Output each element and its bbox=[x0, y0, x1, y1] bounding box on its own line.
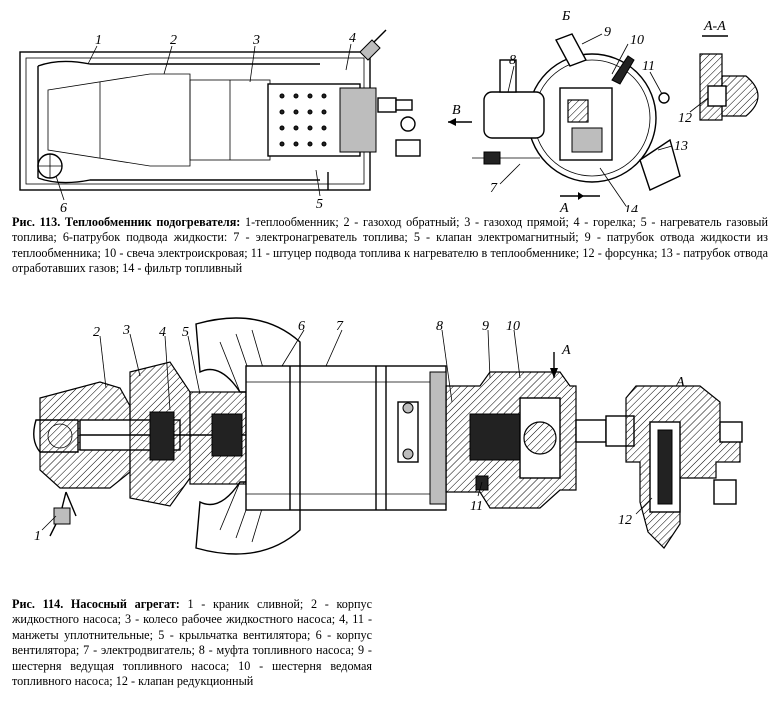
fig113-label-10: 10 bbox=[630, 33, 644, 48]
fig113-label-3: 3 bbox=[252, 33, 260, 48]
fig113-label-4: 4 bbox=[349, 31, 356, 46]
pump-unit-section bbox=[33, 317, 743, 555]
fig114-label-7: 7 bbox=[336, 319, 344, 334]
fig113-leaders bbox=[55, 33, 709, 207]
fig114-label-1: 1 bbox=[34, 529, 41, 544]
fig113-label-9: 9 bbox=[604, 25, 611, 40]
fig113-label-7: 7 bbox=[490, 181, 498, 196]
fig114-label-11: 11 bbox=[470, 499, 483, 514]
heat-exchanger-side-view bbox=[19, 29, 421, 191]
fig114-leaders bbox=[41, 329, 653, 531]
fig113-label-6: 6 bbox=[60, 201, 67, 212]
arrow-b-label: В bbox=[452, 103, 461, 118]
fig114-label-5: 5 bbox=[182, 325, 189, 340]
fig113-view-a-label: А bbox=[559, 201, 569, 212]
fig114-view-a-label: А bbox=[675, 375, 685, 390]
fig113-label-12: 12 bbox=[678, 111, 692, 126]
fig114-caption-text: 1 - краник сливной; 2 - корпус жидкостно… bbox=[12, 597, 372, 689]
fig113-view-b-label: Б bbox=[561, 9, 570, 24]
fig113-caption: Рис. 113. Теплообменник подогревателя: 1… bbox=[12, 215, 768, 277]
view-arrow-b: В bbox=[448, 103, 472, 126]
fig114-caption-title: Рис. 114. Насосный агрегат: bbox=[12, 597, 180, 611]
section-a-a bbox=[699, 35, 759, 121]
fig113-label-5: 5 bbox=[316, 197, 323, 212]
fig113-label-2: 2 bbox=[170, 33, 177, 48]
fig114-label-12: 12 bbox=[618, 513, 632, 528]
fig114-label-6: 6 bbox=[298, 319, 305, 334]
fig114-label-4: 4 bbox=[159, 325, 166, 340]
fig114-label-3: 3 bbox=[122, 323, 130, 338]
fig114-label-9: 9 bbox=[482, 319, 489, 334]
fig114-arrow-a-label: А bbox=[561, 343, 571, 358]
fig113-label-13: 13 bbox=[674, 139, 688, 154]
fig113-caption-text: 1-теплообменник; 2 - газоход обратный; 3… bbox=[12, 215, 768, 276]
fig114-label-2: 2 bbox=[93, 325, 100, 340]
fig113-section-label: А-А bbox=[703, 19, 726, 34]
fig113-label-8: 8 bbox=[509, 53, 516, 68]
fig114-label-8: 8 bbox=[436, 319, 443, 334]
fig114-label-10: 10 bbox=[506, 319, 520, 334]
fig114-drawing: 1 2 3 4 5 6 7 8 9 10 11 12 А А bbox=[33, 317, 743, 555]
fig113-drawing: В bbox=[19, 9, 759, 212]
fig113-caption-title: Рис. 113. Теплообменник подогревателя: bbox=[12, 215, 241, 229]
heat-exchanger-end-view bbox=[472, 33, 681, 200]
fig113-label-11: 11 bbox=[642, 59, 655, 74]
fig114-caption: Рис. 114. Насосный агрегат: 1 - краник с… bbox=[12, 597, 372, 689]
fig113-label-14: 14 bbox=[624, 203, 638, 212]
fig113-label-1: 1 bbox=[95, 33, 102, 48]
